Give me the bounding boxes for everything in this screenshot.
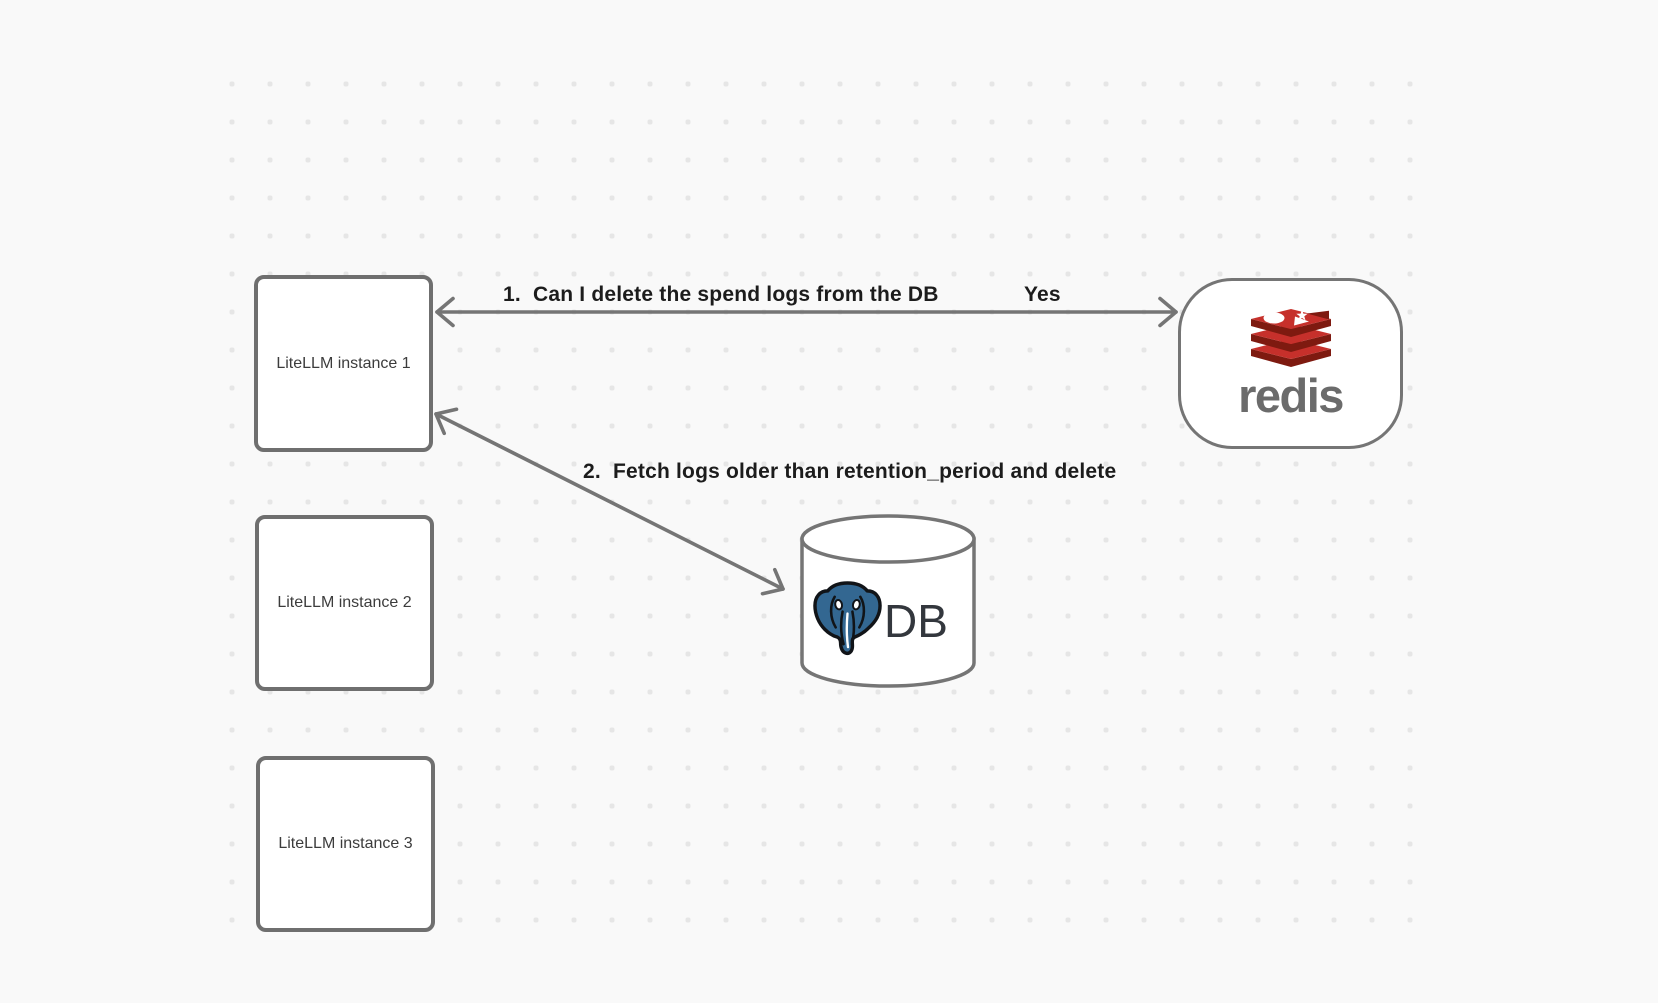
- node-db: DB: [799, 514, 977, 688]
- edge2-label: 2. Fetch logs older than retention_perio…: [583, 460, 1117, 483]
- node-redis: redis: [1178, 278, 1403, 449]
- node-litellm-instance-2: LiteLLM instance 2: [255, 515, 434, 691]
- node-litellm-instance-1-label: LiteLLM instance 1: [276, 354, 411, 372]
- node-db-label: DB: [884, 595, 948, 647]
- redis-logo-icon: [1250, 308, 1331, 367]
- node-litellm-instance-3: LiteLLM instance 3: [256, 756, 435, 932]
- edge1-label: 1. Can I delete the spend logs from the …: [503, 283, 939, 306]
- node-redis-label: redis: [1238, 368, 1344, 422]
- node-litellm-instance-2-label: LiteLLM instance 2: [277, 594, 412, 611]
- postgres-elephant-icon: [813, 581, 882, 656]
- edge1-response-label: Yes: [1024, 283, 1061, 306]
- node-litellm-instance-1: LiteLLM instance 1: [254, 275, 433, 452]
- node-litellm-instance-3-label: LiteLLM instance 3: [278, 835, 413, 852]
